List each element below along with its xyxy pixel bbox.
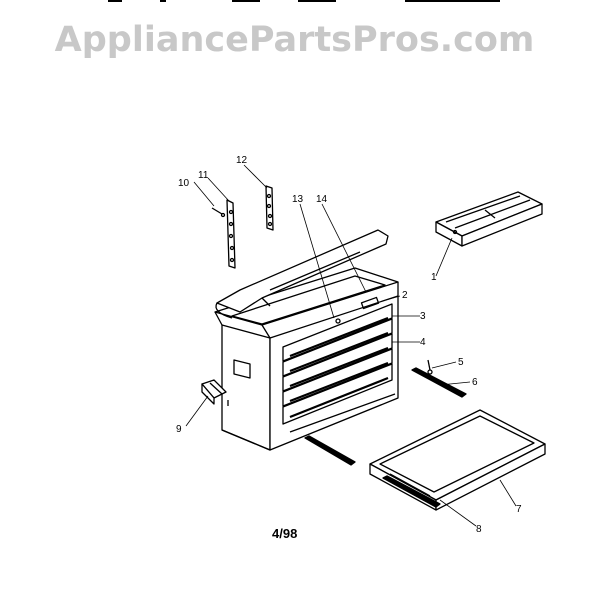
part-1-top-tray (435, 191, 543, 247)
callout-8: 8 (476, 524, 482, 535)
leader-lines (185, 164, 517, 527)
callout-2: 2 (402, 290, 408, 301)
callout-4: 4 (420, 337, 426, 348)
chest-drawers (282, 296, 393, 425)
part-11-hinge (226, 199, 236, 269)
part-12-hinge (265, 185, 274, 231)
drawing-code: 4/98 (272, 526, 297, 541)
part-10-pin (211, 207, 226, 218)
callout-9: 9 (176, 424, 182, 435)
callout-10: 10 (178, 178, 190, 189)
callout-labels: 1 2 3 4 5 6 7 8 9 10 11 12 13 14 4/98 (176, 155, 522, 541)
callout-11: 11 (198, 170, 209, 181)
part-6-slide (411, 367, 467, 398)
callout-5: 5 (458, 357, 464, 368)
callout-1: 1 (431, 272, 437, 283)
callout-12: 12 (236, 155, 248, 166)
callout-14: 14 (316, 194, 328, 205)
part-8-strip (382, 475, 441, 508)
part-7-drawer (369, 409, 546, 511)
loose-drawer-slide (304, 435, 356, 466)
part-9-handle (201, 379, 229, 406)
callout-6: 6 (472, 377, 478, 388)
callout-3: 3 (420, 311, 426, 322)
callout-13: 13 (292, 194, 304, 205)
part-5-screw (427, 359, 433, 375)
watermark-text: AppliancePartsPros.com (54, 20, 535, 60)
callout-7: 7 (516, 504, 522, 515)
